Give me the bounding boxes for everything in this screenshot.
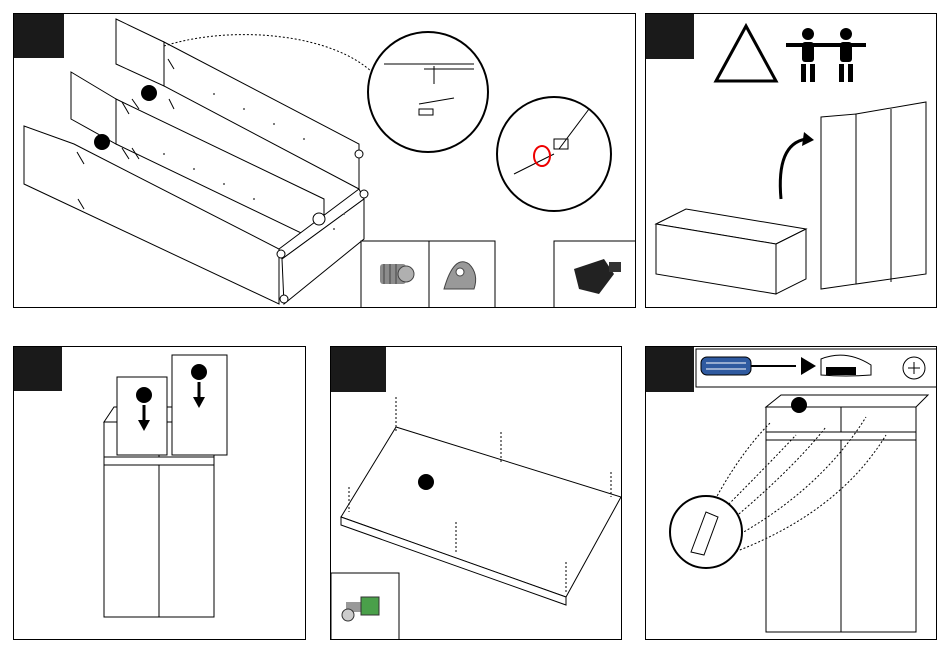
back-panel-insert-drawing	[14, 347, 306, 640]
back-side-panel	[116, 19, 164, 86]
marker-right	[191, 364, 207, 380]
step-panel-4	[330, 346, 622, 640]
middle-side-panel	[71, 72, 116, 144]
marker-left	[136, 387, 152, 403]
step-panel-5	[645, 346, 937, 640]
flip-upright-drawing	[646, 14, 937, 308]
base-panel-drawing	[331, 347, 622, 640]
cabinet-upright	[766, 395, 928, 632]
marker-a	[141, 85, 157, 101]
warning-triangle-icon	[716, 26, 776, 81]
step-panel-3	[13, 346, 306, 640]
step-panel-1	[13, 13, 636, 308]
standing-frame	[821, 102, 926, 289]
frame-assembly-drawing	[14, 14, 636, 308]
tighten-clockwise-icon	[903, 357, 925, 379]
rotate-arrow	[780, 139, 806, 199]
lying-frame	[656, 209, 806, 294]
detail-circle-clip	[368, 32, 488, 152]
marker-b	[94, 134, 110, 150]
marker-top	[791, 397, 807, 413]
rotate-arrow-head	[802, 132, 814, 146]
cam-bolt-icon	[380, 264, 414, 284]
marker-base	[418, 474, 434, 490]
tighten-screws-drawing	[646, 347, 937, 640]
two-person-lift-icon	[786, 28, 866, 82]
step-panel-2	[645, 13, 937, 308]
